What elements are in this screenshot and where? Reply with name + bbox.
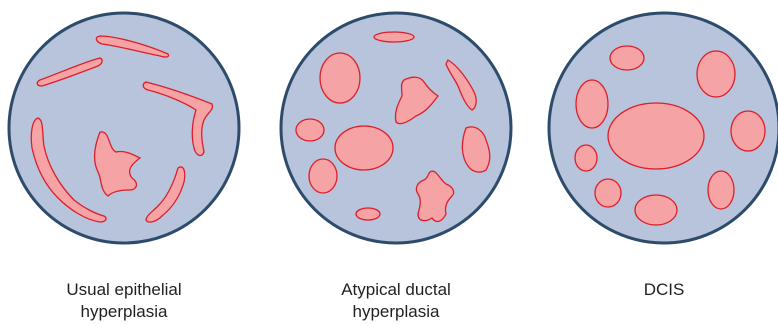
rigid-lumen	[576, 80, 608, 128]
rigid-lumen	[309, 159, 337, 193]
rigid-lumen	[595, 179, 621, 207]
rigid-lumen	[296, 119, 324, 141]
caption-line: hyperplasia	[286, 301, 506, 323]
rigid-lumen	[356, 208, 380, 220]
rigid-lumen	[708, 171, 734, 209]
rigid-lumen	[320, 53, 360, 103]
caption-atypical-ductal-hyperplasia: Atypical ductal hyperplasia	[286, 279, 506, 323]
rigid-lumen	[731, 111, 765, 151]
rigid-lumen	[575, 145, 597, 171]
caption-line: hyperplasia	[14, 301, 234, 323]
rigid-lumen	[608, 103, 704, 169]
rigid-lumen	[335, 126, 393, 170]
rigid-lumen	[635, 195, 677, 225]
panel-dcis	[549, 13, 778, 243]
caption-line: Usual epithelial	[14, 279, 234, 301]
caption-line: Atypical ductal	[286, 279, 506, 301]
rigid-lumen	[374, 32, 414, 42]
rigid-lumen	[697, 51, 735, 97]
rigid-lumen	[610, 46, 644, 70]
caption-dcis: DCIS	[554, 279, 774, 301]
caption-usual-epithelial-hyperplasia: Usual epithelial hyperplasia	[14, 279, 234, 323]
panel-atypical-ductal-hyperplasia	[281, 13, 511, 243]
caption-line: DCIS	[554, 279, 774, 301]
panel-usual-epithelial-hyperplasia	[9, 13, 239, 243]
